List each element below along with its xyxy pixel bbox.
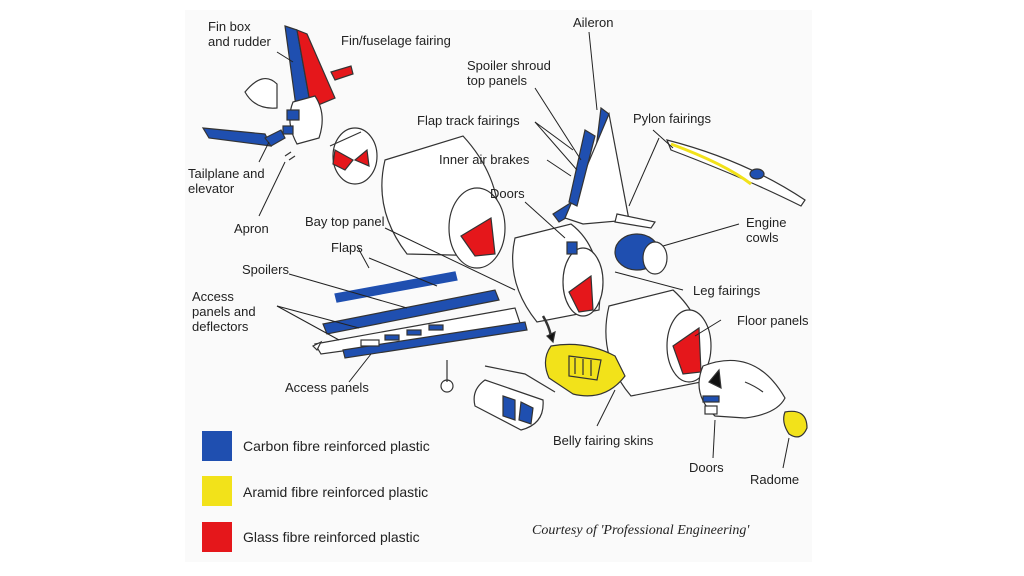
wing-stub	[564, 111, 630, 225]
label-leg-fairings: Leg fairings	[693, 283, 761, 298]
legend-swatch-carbon	[202, 431, 232, 461]
credit-text: Courtesy of 'Professional Engineering'	[532, 523, 750, 538]
nose-section	[698, 359, 786, 419]
apron-part	[284, 151, 296, 161]
flaps-strip	[334, 271, 458, 303]
label-fin-fuselage-fairing: Fin/fuselage fairing	[341, 33, 451, 48]
label-doors-bottom: Doors	[689, 460, 724, 475]
elevator-part	[264, 129, 286, 147]
label-radome: Radome	[750, 472, 800, 487]
legend-swatch-glass	[202, 522, 232, 552]
legend-swatch-aramid	[202, 476, 232, 506]
aft-bulkhead-red	[332, 149, 354, 171]
legend-label-carbon: Carbon fibre reinforced plastic	[243, 438, 430, 454]
label-flap-track-fairings: Flap track fairings	[417, 113, 520, 128]
spoiler-shroud-strip	[568, 129, 596, 207]
nose-door-black	[708, 368, 722, 390]
label-flaps: Flaps	[331, 240, 363, 255]
door-blue	[566, 241, 578, 255]
label-access-panels: Access panels	[285, 380, 369, 395]
legend-label-aramid: Aramid fibre reinforced plastic	[243, 484, 429, 500]
fin-fuselage-fairing-part	[330, 65, 354, 81]
exploded-aircraft-drawing	[201, 25, 808, 469]
label-doors-top: Doors	[490, 186, 525, 201]
label-bay-top-panel: Bay top panel	[305, 214, 385, 229]
tail-cone	[244, 77, 278, 109]
label-fin-box-and-rudder: Fin box and rudder	[208, 19, 271, 49]
nose-doors-blue	[702, 395, 720, 403]
access-panels-strip	[342, 321, 528, 359]
fwd-centre-bulkhead-red	[568, 274, 594, 313]
tail-joint-blue-2	[282, 125, 294, 135]
pylon-blue	[749, 168, 765, 180]
label-floor-panels: Floor panels	[737, 313, 809, 328]
diagram-canvas: Fin box and rudder Fin/fuselage fairing …	[185, 10, 812, 562]
legend-label-glass: Glass fibre reinforced plastic	[243, 529, 420, 545]
label-spoilers: Spoilers	[242, 262, 289, 277]
label-inner-air-brakes: Inner air brakes	[439, 152, 530, 167]
radome	[783, 410, 808, 438]
label-tailplane-and-elevator: Tailplane and elevator	[188, 166, 265, 196]
label-pylon-fairings: Pylon fairings	[633, 111, 712, 126]
label-spoiler-shroud-top-panels: Spoiler shroud top panels	[467, 58, 551, 88]
label-access-panels-and-deflectors: Access panels and deflectors	[192, 289, 256, 334]
label-aileron: Aileron	[573, 15, 614, 30]
label-belly-fairing-skins: Belly fairing skins	[553, 433, 654, 448]
tailplane	[201, 127, 273, 147]
spoilers-strip	[322, 289, 500, 335]
centre-bulkhead-red	[460, 217, 496, 257]
label-engine-cowls: Engine cowls	[746, 215, 787, 245]
rudder	[296, 29, 336, 109]
label-apron: Apron	[234, 221, 269, 236]
tail-joint-blue	[286, 109, 300, 121]
belly-fairing	[544, 343, 626, 397]
